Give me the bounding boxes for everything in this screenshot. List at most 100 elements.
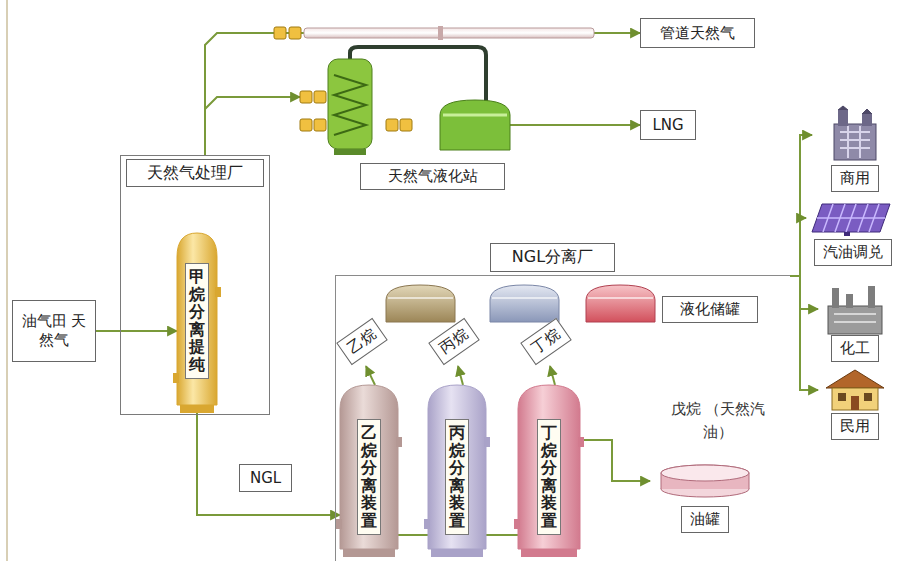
flow-arrow — [790, 276, 818, 390]
illustration-part — [484, 437, 490, 447]
box-text: LNG — [652, 116, 683, 135]
column-text: 丁烷分离装置 — [537, 419, 561, 535]
illustration-part — [328, 59, 372, 149]
illustration-part — [177, 233, 217, 405]
flow-arrow — [398, 534, 428, 536]
illustration-part — [386, 285, 455, 322]
illustration-part — [812, 204, 890, 232]
illustration-part — [314, 91, 326, 103]
region-heading: NGL分离厂 — [490, 243, 615, 272]
use-label: 汽油调兑 — [814, 239, 892, 266]
flow-arrow — [205, 97, 300, 155]
vertical-text: 丁烷分离装置 — [541, 424, 557, 530]
illustration-part — [314, 119, 326, 131]
plant-region: 天然气处理厂甲烷分离提纯 — [120, 155, 270, 415]
use-label: 天然气液化站 — [360, 163, 505, 190]
illustration-part — [428, 385, 486, 549]
flow-arrow — [510, 124, 640, 126]
product-label: 丙烷 — [428, 318, 480, 365]
illustration-part — [431, 549, 483, 557]
illustration-part — [336, 519, 342, 529]
illustration-part — [518, 385, 580, 549]
separation-column: 丙烷分离装置 — [428, 385, 486, 557]
illustration-part — [844, 232, 850, 236]
illustration-part — [851, 396, 859, 410]
illustration-part — [661, 465, 749, 489]
illustration-part — [438, 26, 443, 40]
storage-tank — [386, 285, 655, 322]
illustration-part — [334, 149, 366, 155]
flow-arrow — [486, 534, 518, 536]
product-box: LNG — [640, 110, 696, 140]
illustration-part — [828, 306, 882, 334]
illustration-part — [440, 100, 510, 150]
illustration-part — [521, 549, 577, 557]
box-text: 油气田 天然气 — [21, 312, 87, 350]
illustration-part — [300, 119, 312, 131]
annotation-label: 戊烷 （天然汽油） — [664, 398, 772, 443]
flow-arrow — [197, 413, 340, 515]
column-text: 甲烷分离提纯 — [185, 263, 209, 379]
vertical-text: 乙烷分离装置 — [361, 424, 377, 530]
illustration-part — [838, 393, 846, 401]
use-label: 商用 — [831, 165, 879, 192]
box-text: 管道天然气 — [660, 24, 735, 43]
illustration-part — [661, 465, 749, 481]
pipeline — [274, 26, 594, 40]
illustration-part — [300, 91, 312, 103]
box-text: 液化储罐 — [680, 300, 740, 319]
vertical-text: 丙烷分离装置 — [449, 424, 465, 530]
illustration-part — [832, 288, 839, 308]
illustration-part — [289, 27, 301, 39]
illustration-part — [514, 519, 520, 529]
illustration-part — [424, 519, 430, 529]
illustration-part — [832, 388, 878, 410]
separation-column: 乙烷分离装置 — [340, 385, 398, 557]
use-residential: 民用 — [818, 368, 892, 440]
illustration-part — [304, 28, 594, 38]
illustration-part — [343, 549, 395, 557]
use-label: 民用 — [831, 413, 879, 440]
use-chemical: 化工 — [818, 284, 892, 362]
product-box: 管道天然气 — [640, 18, 755, 48]
flow-arrow — [790, 218, 806, 276]
illustration-part — [490, 285, 559, 322]
illustration-part — [834, 124, 876, 160]
use-commercial: 商用 — [812, 106, 898, 192]
illustration-part — [173, 373, 179, 383]
flow-arrow — [550, 366, 555, 385]
illustration-part — [868, 286, 875, 308]
illustration-part — [840, 126, 870, 158]
illustration-part — [862, 114, 872, 126]
edge-label: NGL — [239, 464, 292, 492]
column-text: 乙烷分离装置 — [357, 419, 381, 535]
flow-arrow — [790, 276, 818, 309]
flow-arrow — [790, 135, 812, 276]
illustration-part — [846, 294, 853, 308]
illustration-part — [400, 119, 412, 131]
illustration-part — [586, 285, 655, 322]
storage-label: 液化储罐 — [662, 296, 758, 323]
oil-tank: 油罐 — [650, 455, 760, 533]
illustration-part — [340, 385, 398, 549]
illustration-part — [334, 75, 366, 135]
illustration-part — [274, 27, 286, 39]
flow-arrow — [96, 330, 177, 332]
tilted-text: 乙烷 — [344, 325, 379, 358]
column-text: 丙烷分离装置 — [445, 419, 469, 535]
illustration-part — [817, 204, 885, 232]
illustration-part — [838, 110, 848, 126]
vertical-text: 甲烷分离提纯 — [189, 268, 205, 374]
flow-arrow — [366, 366, 375, 385]
use-blending: 汽油调兑 — [806, 198, 900, 266]
region-heading: 天然气处理厂 — [126, 159, 264, 187]
use-label: 油罐 — [681, 506, 729, 533]
illustration-part — [578, 437, 584, 447]
illustration-part — [396, 437, 402, 447]
flow-arrow — [584, 440, 650, 481]
source-box: 油气田 天然气 — [12, 300, 96, 362]
illustration-part — [838, 106, 872, 114]
liquefaction-station: 天然气液化站 — [300, 45, 510, 190]
illustration-part — [388, 297, 653, 299]
